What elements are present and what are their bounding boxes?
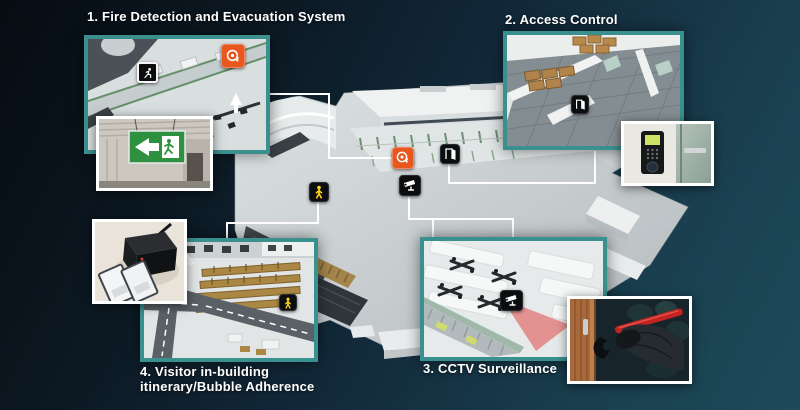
section-title-fire: 1. Fire Detection and Evacuation System [87, 9, 346, 24]
break-in-photo [567, 296, 692, 384]
fire-alarm-icon [221, 44, 245, 68]
cctv-camera-icon [399, 175, 421, 196]
exit-route-icon [137, 62, 158, 83]
cctv-camera-icon [500, 290, 523, 311]
fire-alarm-icon [392, 147, 414, 169]
section-title-access: 2. Access Control [505, 12, 618, 27]
walking-person-icon [279, 294, 297, 311]
exit-sign-photo [96, 116, 213, 191]
access-device-photo [621, 121, 714, 186]
cctv-detection-beam [502, 299, 570, 351]
visitor-title-line2: itinerary/Bubble Adherence [140, 379, 315, 394]
walking-person-icon [309, 182, 329, 202]
visitor-title-line1: 4. Visitor in-building [140, 364, 270, 379]
section-title-visitor: 4. Visitor in-building itinerary/Bubble … [140, 364, 315, 394]
tracker-device-photo [92, 219, 187, 304]
door-access-icon [440, 144, 460, 164]
door-access-icon [571, 95, 589, 114]
section-title-cctv: 3. CCTV Surveillance [423, 361, 558, 376]
